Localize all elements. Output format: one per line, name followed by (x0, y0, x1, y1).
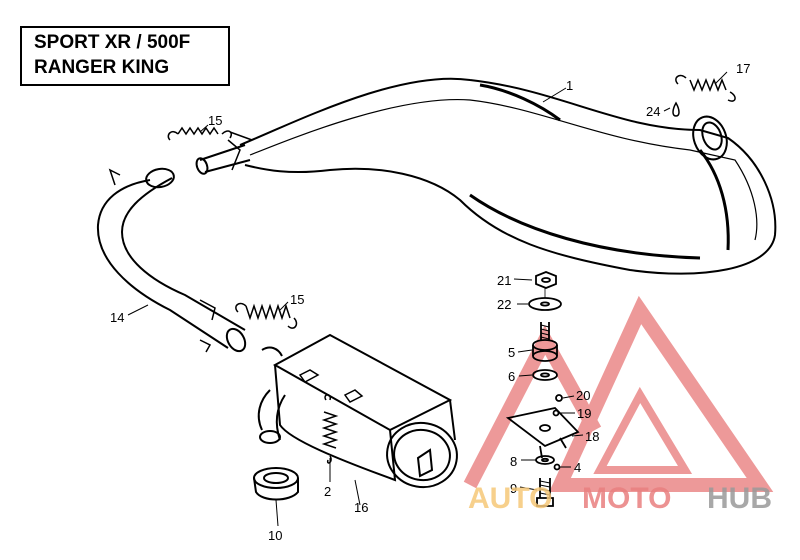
callout-21: 21 (497, 273, 511, 288)
callout-14: 14 (110, 310, 124, 325)
watermark-hub: HUB (707, 482, 772, 515)
title-line-2: RANGER KING (34, 57, 170, 78)
title-line-1: SPORT XR / 500F (34, 32, 191, 53)
callout-10: 10 (268, 528, 282, 543)
callout-8: 8 (510, 454, 517, 469)
callout-22: 22 (497, 297, 511, 312)
grommet-10 (253, 467, 299, 501)
callout-15-top: 15 (208, 113, 222, 128)
callout-numbers: 1 17 24 15 15 14 2 16 10 21 22 5 6 20 19… (110, 61, 750, 543)
callout-9: 9 (510, 481, 517, 496)
callout-19: 19 (577, 406, 591, 421)
watermark-text: AUTO MOTO HUB (468, 482, 772, 515)
callout-1: 1 (566, 78, 573, 93)
spring-15-top (167, 126, 233, 141)
spring-17 (675, 74, 736, 102)
mount-hardware (505, 271, 580, 507)
callout-18: 18 (585, 429, 599, 444)
sealant-drop-icon (672, 101, 680, 117)
callout-16: 16 (354, 500, 368, 515)
exhaust-header-pipe (195, 77, 777, 275)
callout-20: 20 (576, 388, 590, 403)
callout-24: 24 (646, 104, 660, 119)
callout-17: 17 (736, 61, 750, 76)
callout-2: 2 (324, 484, 331, 499)
callout-5: 5 (508, 345, 515, 360)
callout-6: 6 (508, 369, 515, 384)
title-box: SPORT XR / 500F RANGER KING (20, 26, 230, 86)
silencer-16 (257, 333, 458, 489)
leader-lines (127, 71, 728, 527)
bent-pipe-14 (96, 167, 247, 353)
watermark-moto: MOTO (582, 482, 671, 515)
spring-15-middle (235, 302, 298, 329)
callout-4: 4 (574, 460, 581, 475)
watermark-auto: AUTO (468, 482, 552, 515)
callout-15-middle: 15 (290, 292, 304, 307)
